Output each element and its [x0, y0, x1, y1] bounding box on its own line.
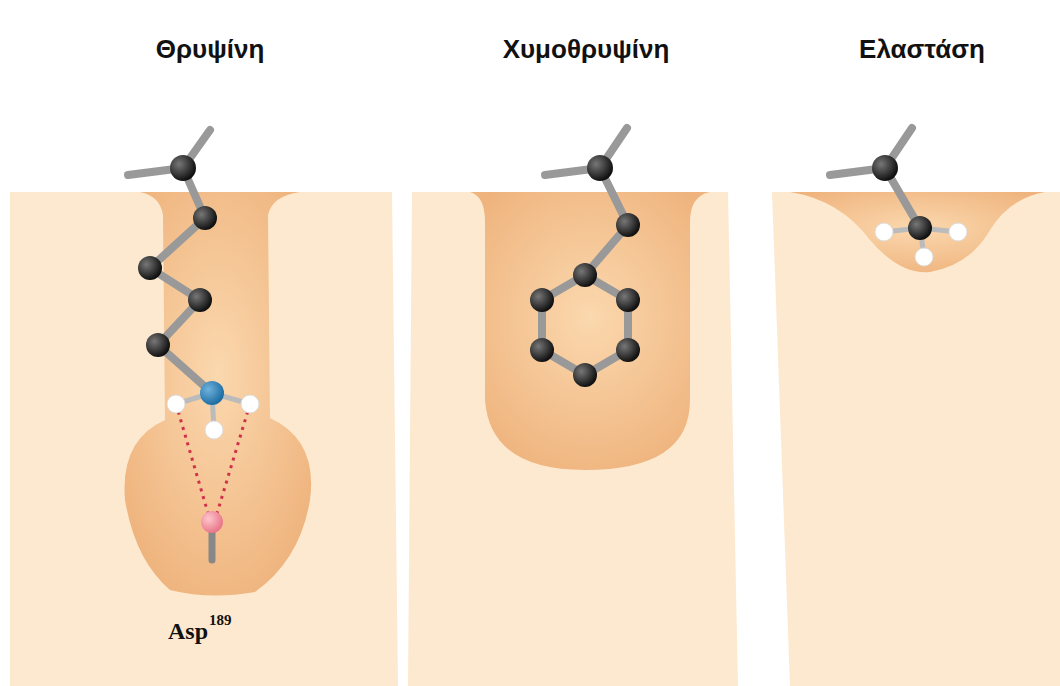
residue-number: 189	[209, 612, 232, 629]
panel-title: Θρυψίνη	[156, 34, 265, 65]
panel-title: Χυμοθρυψίνη	[503, 34, 670, 65]
panel-title: Ελαστάση	[859, 34, 985, 65]
residue-name: Asp	[168, 618, 208, 645]
